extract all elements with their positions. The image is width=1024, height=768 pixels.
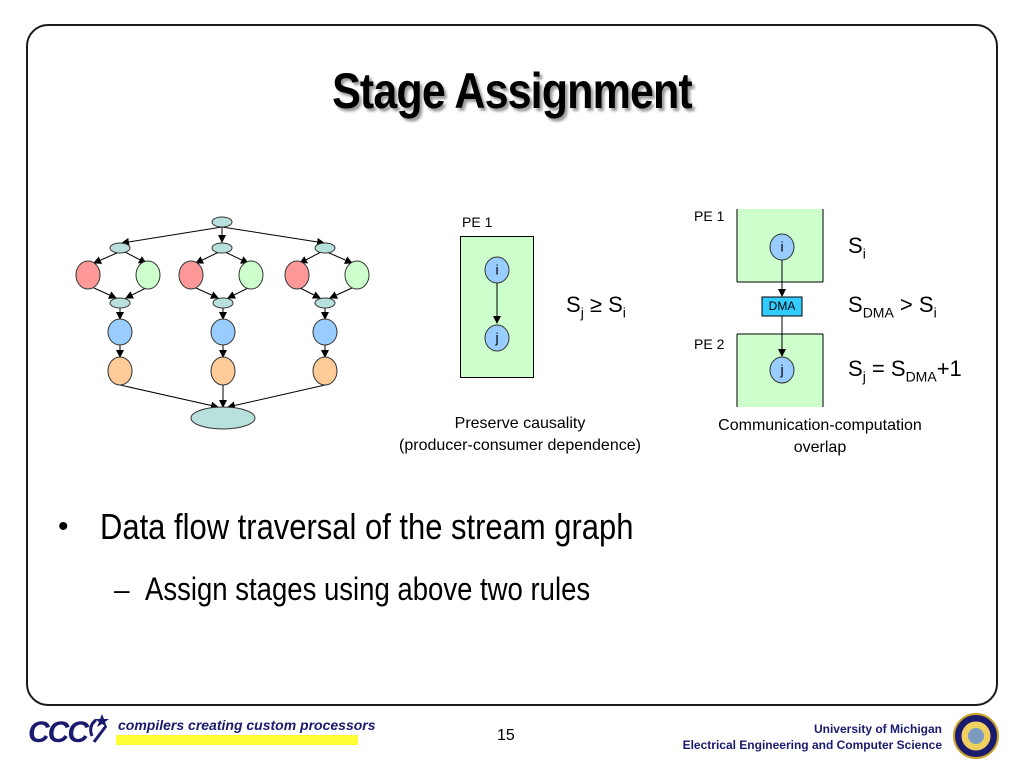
causality-node-j bbox=[484, 324, 510, 352]
overlap-pe2-label: PE 2 bbox=[694, 336, 725, 352]
tagline-bar bbox=[116, 735, 358, 745]
overlap-node-i bbox=[769, 233, 795, 261]
dma-block bbox=[761, 296, 803, 317]
dma-label: DMA bbox=[769, 299, 796, 313]
sub-bullet-marker: – bbox=[114, 574, 130, 605]
causality-node-i-label: i bbox=[495, 262, 498, 278]
overlap-caption: Communication-computation overlap bbox=[718, 417, 922, 456]
overlap-node-j bbox=[769, 356, 795, 384]
causality-pe-label: PE 1 bbox=[462, 214, 493, 230]
overlap-node-i-label: i bbox=[780, 239, 783, 255]
causality-pe-box: i j bbox=[460, 236, 534, 378]
bullet-main: Data flow traversal of the stream graph bbox=[100, 506, 634, 547]
overlap-node-j-label: j bbox=[779, 362, 783, 378]
overlap-formula-2: SDMA > Si bbox=[848, 292, 937, 321]
overlap-formula-1: Si bbox=[848, 233, 866, 262]
stream-graph-diagram bbox=[75, 216, 370, 430]
slide-title: Stage Assignment bbox=[332, 63, 693, 119]
ccc-logo: CCC bbox=[28, 716, 89, 749]
tagline: compilers creating custom processors bbox=[118, 717, 376, 733]
university-seal-icon bbox=[953, 713, 999, 759]
causality-caption: Preserve causality (producer-consumer de… bbox=[399, 415, 641, 454]
bullet-marker: • bbox=[58, 510, 69, 543]
causality-node-j-label: j bbox=[494, 330, 498, 346]
bullet-sub: Assign stages using above two rules bbox=[145, 571, 591, 607]
page-number: 15 bbox=[497, 727, 515, 744]
causality-rule: Sj ≥ Si bbox=[566, 292, 626, 321]
overlap-pe-boxes: i j DMA bbox=[736, 209, 824, 407]
causality-node-i bbox=[484, 256, 510, 284]
footer-affiliation: University of Michigan Electrical Engine… bbox=[682, 722, 942, 752]
overlap-pe1-label: PE 1 bbox=[694, 208, 725, 224]
overlap-formula-3: Sj = SDMA+1 bbox=[848, 356, 962, 385]
slide-frame bbox=[26, 24, 998, 706]
hammer-sickle-icon bbox=[89, 714, 109, 743]
